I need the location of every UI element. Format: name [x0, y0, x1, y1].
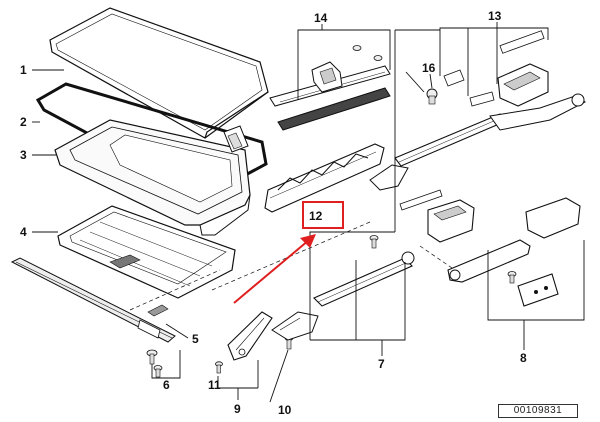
bracket-7 [309, 29, 440, 356]
callout-12: 12 [309, 209, 323, 223]
motor-unit [443, 30, 549, 107]
link-arm [447, 197, 581, 307]
screw-6 [146, 349, 163, 378]
callout-16: 16 [422, 61, 436, 75]
leader-lines [32, 69, 433, 403]
callout-3: 3 [20, 148, 27, 162]
bracket-9 [217, 360, 259, 400]
glass-panel [49, 7, 269, 139]
highlight-box [302, 201, 344, 229]
guide-tube-lower [271, 235, 415, 341]
bracket-6 [151, 350, 181, 379]
highlight-arrow-head [300, 234, 316, 248]
callout-11: 11 [208, 378, 221, 392]
bracket-13 [439, 22, 549, 96]
guide-rail-left [10, 257, 176, 343]
drive-housing [399, 189, 475, 243]
screw-11 [215, 361, 223, 374]
frame [54, 119, 251, 236]
trim-cover [264, 143, 385, 213]
callout-9: 9 [234, 402, 241, 416]
sunshade-panel [57, 205, 236, 299]
highlight-arrow-shaft [233, 239, 310, 304]
callout-numbers: 1 2 3 4 5 6 7 8 9 10 11 12 13 14 16 [20, 9, 527, 417]
guide-tube-upper [369, 93, 587, 191]
callout-1: 1 [20, 63, 27, 77]
callout-10: 10 [278, 403, 292, 417]
reference-code: 00109831 [498, 404, 578, 418]
bracket-8 [487, 240, 585, 350]
callout-4: 4 [20, 225, 27, 239]
wind-deflector [269, 45, 391, 131]
lifting-lever [227, 311, 273, 361]
highlight-callout [233, 201, 344, 304]
callout-2: 2 [20, 115, 27, 129]
callout-7: 7 [378, 357, 385, 371]
callout-14: 14 [314, 11, 328, 25]
bolt-16 [426, 88, 438, 105]
callout-6: 6 [163, 378, 170, 392]
callout-13: 13 [488, 9, 502, 23]
callout-5: 5 [192, 332, 199, 346]
callout-8: 8 [520, 351, 527, 365]
bracket-14 [297, 24, 391, 100]
